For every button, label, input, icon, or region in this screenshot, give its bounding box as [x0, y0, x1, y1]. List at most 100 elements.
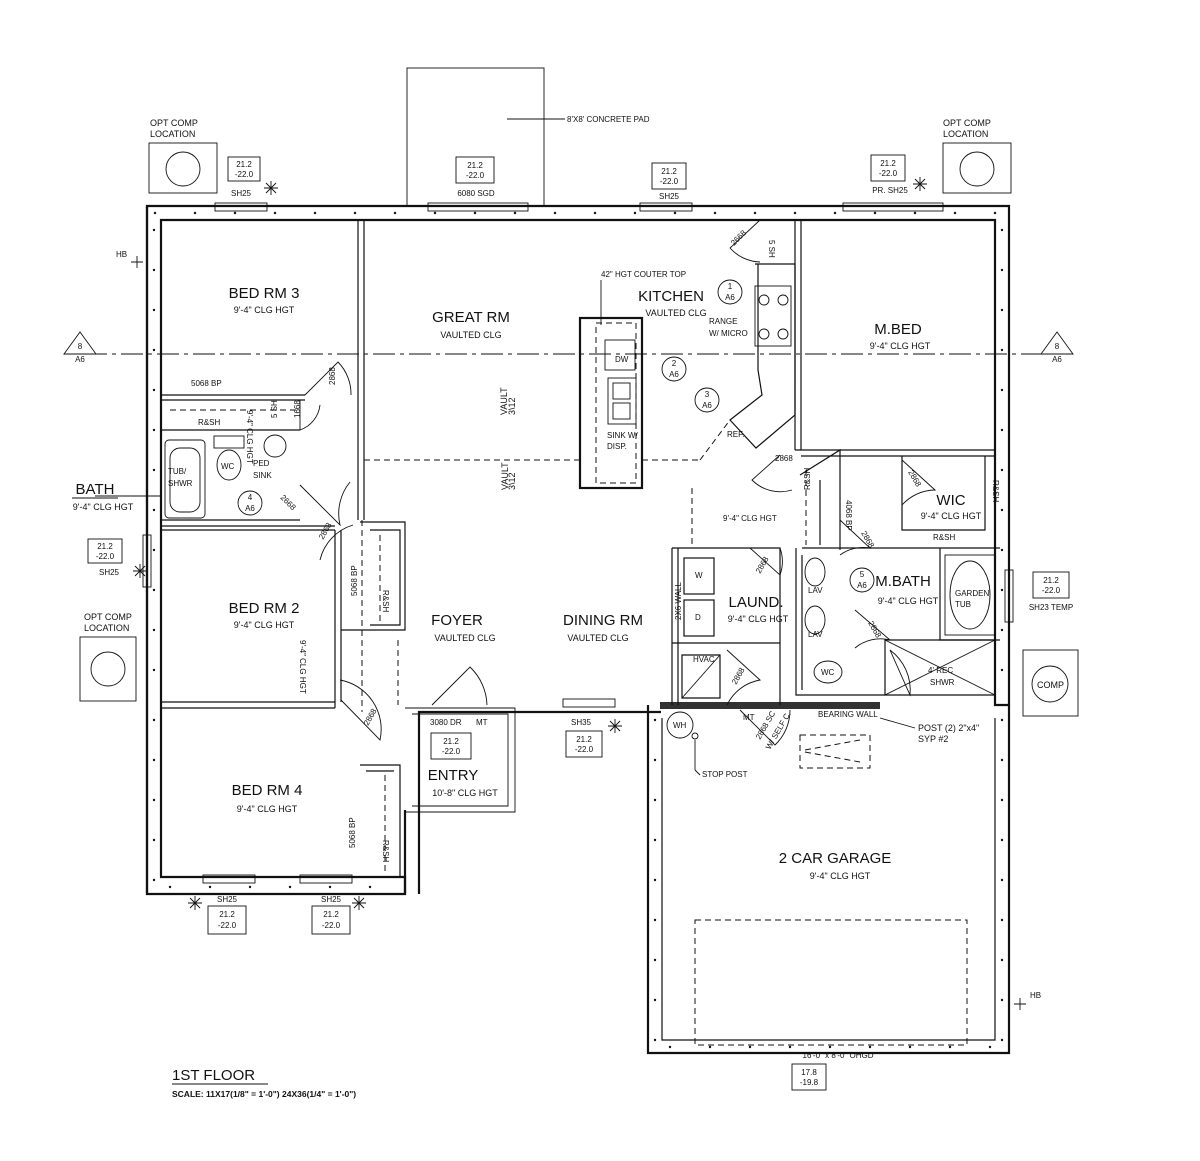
svg-text:1: 1 — [728, 282, 733, 291]
elev-box: 21.2-22.0 — [311, 905, 351, 935]
room-name: KITCHEN — [638, 288, 704, 305]
svg-text:W/ MICRO: W/ MICRO — [709, 329, 748, 338]
svg-text:2668: 2668 — [729, 228, 748, 247]
svg-text:5068 BP: 5068 BP — [348, 817, 357, 848]
room-name: LAUND. — [728, 594, 783, 611]
section-marker: 2 A6 — [661, 356, 687, 382]
room-laund: LAUND. 9'-4" CLG HGT — [728, 594, 789, 624]
svg-text:SHWR: SHWR — [930, 678, 955, 687]
svg-text:POST (2) 2"x4": POST (2) 2"x4" — [918, 723, 979, 733]
svg-text:SH25: SH25 — [231, 189, 252, 198]
svg-text:HB: HB — [116, 250, 127, 259]
drawing-scale: SCALE: 11X17(1/8" = 1'-0") 24X36(1/4" = … — [172, 1089, 356, 1099]
svg-text:TUB: TUB — [955, 600, 971, 609]
svg-text:21.2: 21.2 — [576, 735, 592, 744]
svg-text:-19.8: -19.8 — [800, 1078, 819, 1087]
room-name: BED RM 3 — [229, 285, 300, 302]
svg-text:2868: 2868 — [906, 469, 923, 489]
svg-text:9'-4" CLG HGT: 9'-4" CLG HGT — [245, 410, 254, 464]
svg-text:3\12: 3\12 — [507, 397, 517, 415]
room-bath: BATH 9'-4" CLG HGT — [72, 481, 160, 512]
room-kitchen: KITCHEN VAULTED CLG — [638, 288, 707, 318]
svg-text:42" HGT COUTER TOP: 42" HGT COUTER TOP — [601, 270, 686, 279]
elev-box: 21.2-22.0 — [651, 162, 687, 190]
room-ceiling: 9'-4" CLG HGT — [234, 620, 295, 630]
room-wic: WIC 9'-4" CLG HGT — [921, 492, 982, 521]
section-marker: 1 A6 — [717, 279, 743, 305]
svg-text:8: 8 — [78, 342, 83, 351]
svg-text:A6: A6 — [702, 401, 712, 410]
elev-box: 21.2-22.0 — [430, 732, 472, 760]
svg-text:STOP POST: STOP POST — [702, 770, 748, 779]
room-name: M.BED — [874, 321, 922, 338]
svg-text:1668: 1668 — [293, 400, 302, 418]
svg-text:SH25: SH25 — [217, 895, 238, 904]
svg-text:SH25: SH25 — [659, 192, 680, 201]
svg-text:SH25: SH25 — [321, 895, 342, 904]
svg-text:21.2: 21.2 — [467, 161, 483, 170]
svg-text:LOCATION: LOCATION — [150, 129, 195, 139]
svg-text:A6: A6 — [857, 581, 867, 590]
svg-text:21.2: 21.2 — [236, 160, 252, 169]
svg-text:A6: A6 — [75, 355, 85, 364]
svg-text:3\12: 3\12 — [507, 472, 517, 490]
svg-text:4: 4 — [248, 493, 253, 502]
room-ceiling: VAULTED CLG — [567, 633, 628, 643]
elev-box: 17.8-19.8 — [791, 1063, 827, 1091]
room-labels: BED RM 3 9'-4" CLG HGT GREAT RM VAULTED … — [72, 285, 982, 881]
room-name: BED RM 2 — [229, 600, 300, 617]
svg-text:R&SH: R&SH — [803, 468, 812, 490]
svg-text:5068 BP: 5068 BP — [191, 379, 222, 388]
svg-text:21.2: 21.2 — [661, 167, 677, 176]
room-name: BED RM 4 — [232, 782, 303, 799]
svg-text:2868: 2868 — [730, 666, 747, 686]
svg-text:A6: A6 — [669, 370, 679, 379]
svg-text:LAV: LAV — [808, 586, 823, 595]
svg-text:COMP: COMP — [1037, 680, 1064, 690]
svg-text:-22.0: -22.0 — [575, 745, 594, 754]
svg-text:W: W — [695, 571, 703, 580]
interior-walls — [161, 220, 1000, 877]
room-ceiling: 9'-4" CLG HGT — [870, 341, 931, 351]
svg-text:LOCATION: LOCATION — [84, 623, 129, 633]
svg-text:2868: 2868 — [859, 530, 876, 550]
svg-text:21.2: 21.2 — [323, 910, 339, 919]
svg-text:MT: MT — [743, 713, 755, 722]
elev-box: 21.2-22.0 — [1032, 571, 1070, 599]
svg-text:2868: 2868 — [328, 367, 337, 385]
svg-text:9'-4" CLG HGT: 9'-4" CLG HGT — [723, 514, 777, 523]
svg-text:GARDEN: GARDEN — [955, 589, 989, 598]
room-name: WIC — [936, 492, 965, 509]
svg-text:OPT COMP: OPT COMP — [150, 118, 198, 128]
svg-text:PED: PED — [253, 459, 270, 468]
svg-text:R&SH: R&SH — [198, 418, 220, 427]
svg-text:3080 DR: 3080 DR — [430, 718, 462, 727]
room-ceiling: 9'-4" CLG HGT — [878, 596, 939, 606]
room-foyer: FOYER VAULTED CLG — [431, 612, 495, 643]
svg-text:R&SH: R&SH — [933, 533, 955, 542]
svg-text:SHWR: SHWR — [168, 479, 193, 488]
svg-text:21.2: 21.2 — [880, 159, 896, 168]
door-swings — [299, 219, 937, 746]
title-block: 1ST FLOOR SCALE: 11X17(1/8" = 1'-0") 24X… — [172, 1067, 356, 1099]
svg-text:-22.0: -22.0 — [879, 169, 898, 178]
svg-text:LAV: LAV — [808, 630, 823, 639]
svg-text:21.2: 21.2 — [219, 910, 235, 919]
room-name: GREAT RM — [432, 309, 510, 326]
svg-text:2: 2 — [672, 359, 677, 368]
svg-text:2868: 2868 — [775, 454, 793, 463]
svg-text:R&SH: R&SH — [381, 840, 390, 862]
svg-text:2668: 2668 — [279, 493, 298, 512]
room-dining: DINING RM VAULTED CLG — [563, 612, 643, 643]
svg-text:A6: A6 — [245, 504, 255, 513]
section-marker: 8 A6 — [1040, 331, 1074, 364]
room-ceiling: VAULTED CLG — [434, 633, 495, 643]
svg-text:4' REC: 4' REC — [928, 666, 953, 675]
room-mbath: M.BATH 9'-4" CLG HGT — [875, 573, 938, 606]
svg-text:D: D — [695, 613, 701, 622]
svg-text:2868: 2868 — [362, 707, 379, 727]
svg-text:TUB/: TUB/ — [168, 467, 187, 476]
room-bed3: BED RM 3 9'-4" CLG HGT — [229, 285, 300, 315]
room-ceiling: 9'-4" CLG HGT — [921, 511, 982, 521]
svg-text:DISP.: DISP. — [607, 442, 627, 451]
